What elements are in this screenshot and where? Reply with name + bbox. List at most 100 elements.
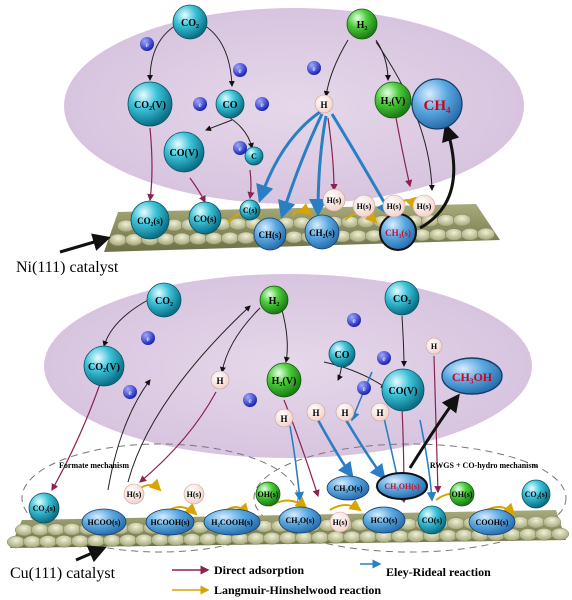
top-c-label: C: [251, 152, 257, 161]
electron-label: e: [352, 317, 355, 325]
electron-label: e: [362, 385, 365, 393]
formate-mechanism-caption: Formate mechanism: [59, 461, 129, 470]
top-ch2s-label: CH₂(s): [309, 228, 335, 238]
bottom-co-label: CO: [335, 350, 350, 361]
bottom-ch3ohs-label: CH₃OH(s): [384, 482, 420, 491]
surface-atom: [436, 214, 456, 227]
surface-atom: [534, 527, 554, 541]
top-hs-adsorbate-4: H(s): [412, 194, 436, 218]
bottom-co2s-label-right: CO₂(s): [525, 490, 548, 499]
bottom-h-label-1: H: [216, 376, 223, 386]
bottom-h-atom-3: H: [274, 408, 294, 428]
surface-atom: [14, 523, 34, 537]
top-ch3s-adsorbate: CH₃(s): [379, 213, 417, 251]
surface-atom: [70, 534, 90, 548]
bottom-ch2os-adsorbate: CH₂O(s): [278, 506, 322, 534]
surface-atom: [30, 523, 50, 537]
top-co2v-molecule: CO₂(V): [127, 81, 173, 127]
surface-atom: [294, 531, 314, 545]
top-h2-molecule: H₂: [346, 8, 378, 40]
surface-atom: [126, 522, 146, 535]
top-hs-adsorbate-3: H(s): [382, 194, 406, 218]
bottom-h2v-label: H₂(V): [272, 376, 297, 387]
formate-caption-line: Formate mechanism: [59, 461, 129, 470]
surface-atom: [526, 515, 546, 529]
bottom-coohs-label: COOH(s): [476, 518, 509, 527]
surface-atom: [476, 227, 496, 241]
bottom-h-label-2: H: [431, 342, 438, 351]
electron-icon: [233, 63, 247, 77]
bottom-panel: CO₂ CO₂(V) H₂ H₂(V) H CO₂: [6, 274, 570, 582]
legend-direct-adsorption-label: Direct adsorption: [214, 563, 304, 577]
legend-direct-adsorption: Direct adsorption: [172, 563, 304, 577]
top-hs-adsorbate-2: H(s): [352, 194, 376, 218]
top-hs-label-1: H(s): [327, 196, 342, 205]
electron-icon: [347, 313, 361, 327]
bottom-cos-label: CO(s): [422, 516, 443, 525]
surface-atom: [86, 534, 106, 548]
bottom-hcoos-adsorbate: HCOO(s): [81, 508, 127, 536]
surface-atom: [452, 213, 472, 227]
electron-label: e: [248, 397, 251, 405]
legend-langmuir-hinshelwood: Langmuir-Hinshelwood reaction: [172, 583, 381, 597]
top-chs-adsorbate: CH(s): [253, 217, 287, 251]
bottom-h-atom-5: H: [335, 402, 355, 422]
bottom-ch3os-adsorbate: CH₃O(s): [326, 475, 370, 501]
surface-atom: [326, 531, 346, 544]
bottom-h2v-molecule: H₂(V): [266, 362, 302, 398]
top-hs-label-2: H(s): [357, 202, 372, 211]
bottom-cov-molecule: CO(V): [381, 368, 425, 412]
electron-icon: [357, 381, 371, 395]
bottom-co2-label-right: CO₂: [393, 294, 411, 305]
top-panel: CO₂ CO₂(V) CO CO(V) C H₂: [16, 4, 524, 276]
surface-atom: [220, 231, 240, 245]
rwgs-mechanism-region: [253, 443, 567, 553]
ni-catalyst-pointer: [59, 233, 111, 254]
electron-icon: [141, 331, 155, 345]
bottom-ohs-label-right: OH(s): [452, 490, 473, 499]
bottom-hcoohs-label: HCOOH(s): [150, 518, 189, 527]
top-chs-label: CH(s): [259, 230, 282, 240]
bottom-ch3oh-product: CH₃OH: [441, 357, 503, 395]
top-cs-adsorbate: C(s): [239, 199, 261, 221]
top-co-molecule: CO: [215, 89, 245, 119]
surface-atom: [118, 534, 138, 547]
bottom-ohs-adsorbate-left: OH(s): [255, 481, 281, 507]
bottom-ch2os-label: CH₂O(s): [285, 516, 314, 525]
surface-atom: [204, 232, 224, 245]
surface-atom: [358, 530, 378, 544]
bottom-h-atom-2: H: [425, 337, 443, 355]
surface-atom: [182, 533, 202, 546]
bottom-co2-molecule-right: CO₂: [384, 280, 420, 316]
bottom-h2coohs-label: H₂COOH(s): [211, 518, 253, 527]
surface-atom: [454, 529, 474, 542]
top-h-label: H: [320, 100, 327, 110]
bottom-co2s-adsorbate-left: CO₂(s): [28, 492, 60, 524]
rwgs-mechanism-caption: RWGS + CO-hydro mechanism: [430, 461, 539, 470]
top-co2s-adsorbate: CO₂(s): [130, 200, 170, 240]
electron-label: e: [128, 389, 131, 397]
cu-catalyst-pointer: [75, 545, 107, 563]
bottom-hs-adsorbate-3: H(s): [329, 511, 351, 533]
surface-atom: [246, 532, 266, 545]
bottom-coohs-adsorbate: COOH(s): [468, 508, 516, 536]
legend: Direct adsorption Eley-Rideal reaction L…: [172, 559, 491, 597]
surface-atom: [550, 527, 570, 541]
surface-atom: [518, 528, 538, 541]
bottom-h-label-6: H: [376, 408, 383, 418]
surface-atom: [444, 228, 464, 241]
bottom-co2v-label: CO₂(V): [88, 362, 120, 373]
bottom-co2s-label-left: CO₂(s): [33, 504, 56, 513]
bottom-h-atom-4: H: [306, 402, 326, 422]
bottom-hs-adsorbate-1: H(s): [123, 483, 145, 505]
surface-atom: [438, 529, 458, 542]
bottom-h-atom-6: H: [370, 402, 390, 422]
top-h2v-molecule: H₂(V): [374, 81, 412, 119]
bottom-hcoos-label: HCOO(s): [88, 518, 121, 527]
bottom-h-label-3: H: [280, 414, 287, 424]
bottom-h2-label: H₂: [269, 296, 280, 307]
bottom-ch3os-label: CH₃O(s): [333, 484, 362, 493]
bottom-h2coohs-adsorbate: H₂COOH(s): [203, 508, 261, 536]
